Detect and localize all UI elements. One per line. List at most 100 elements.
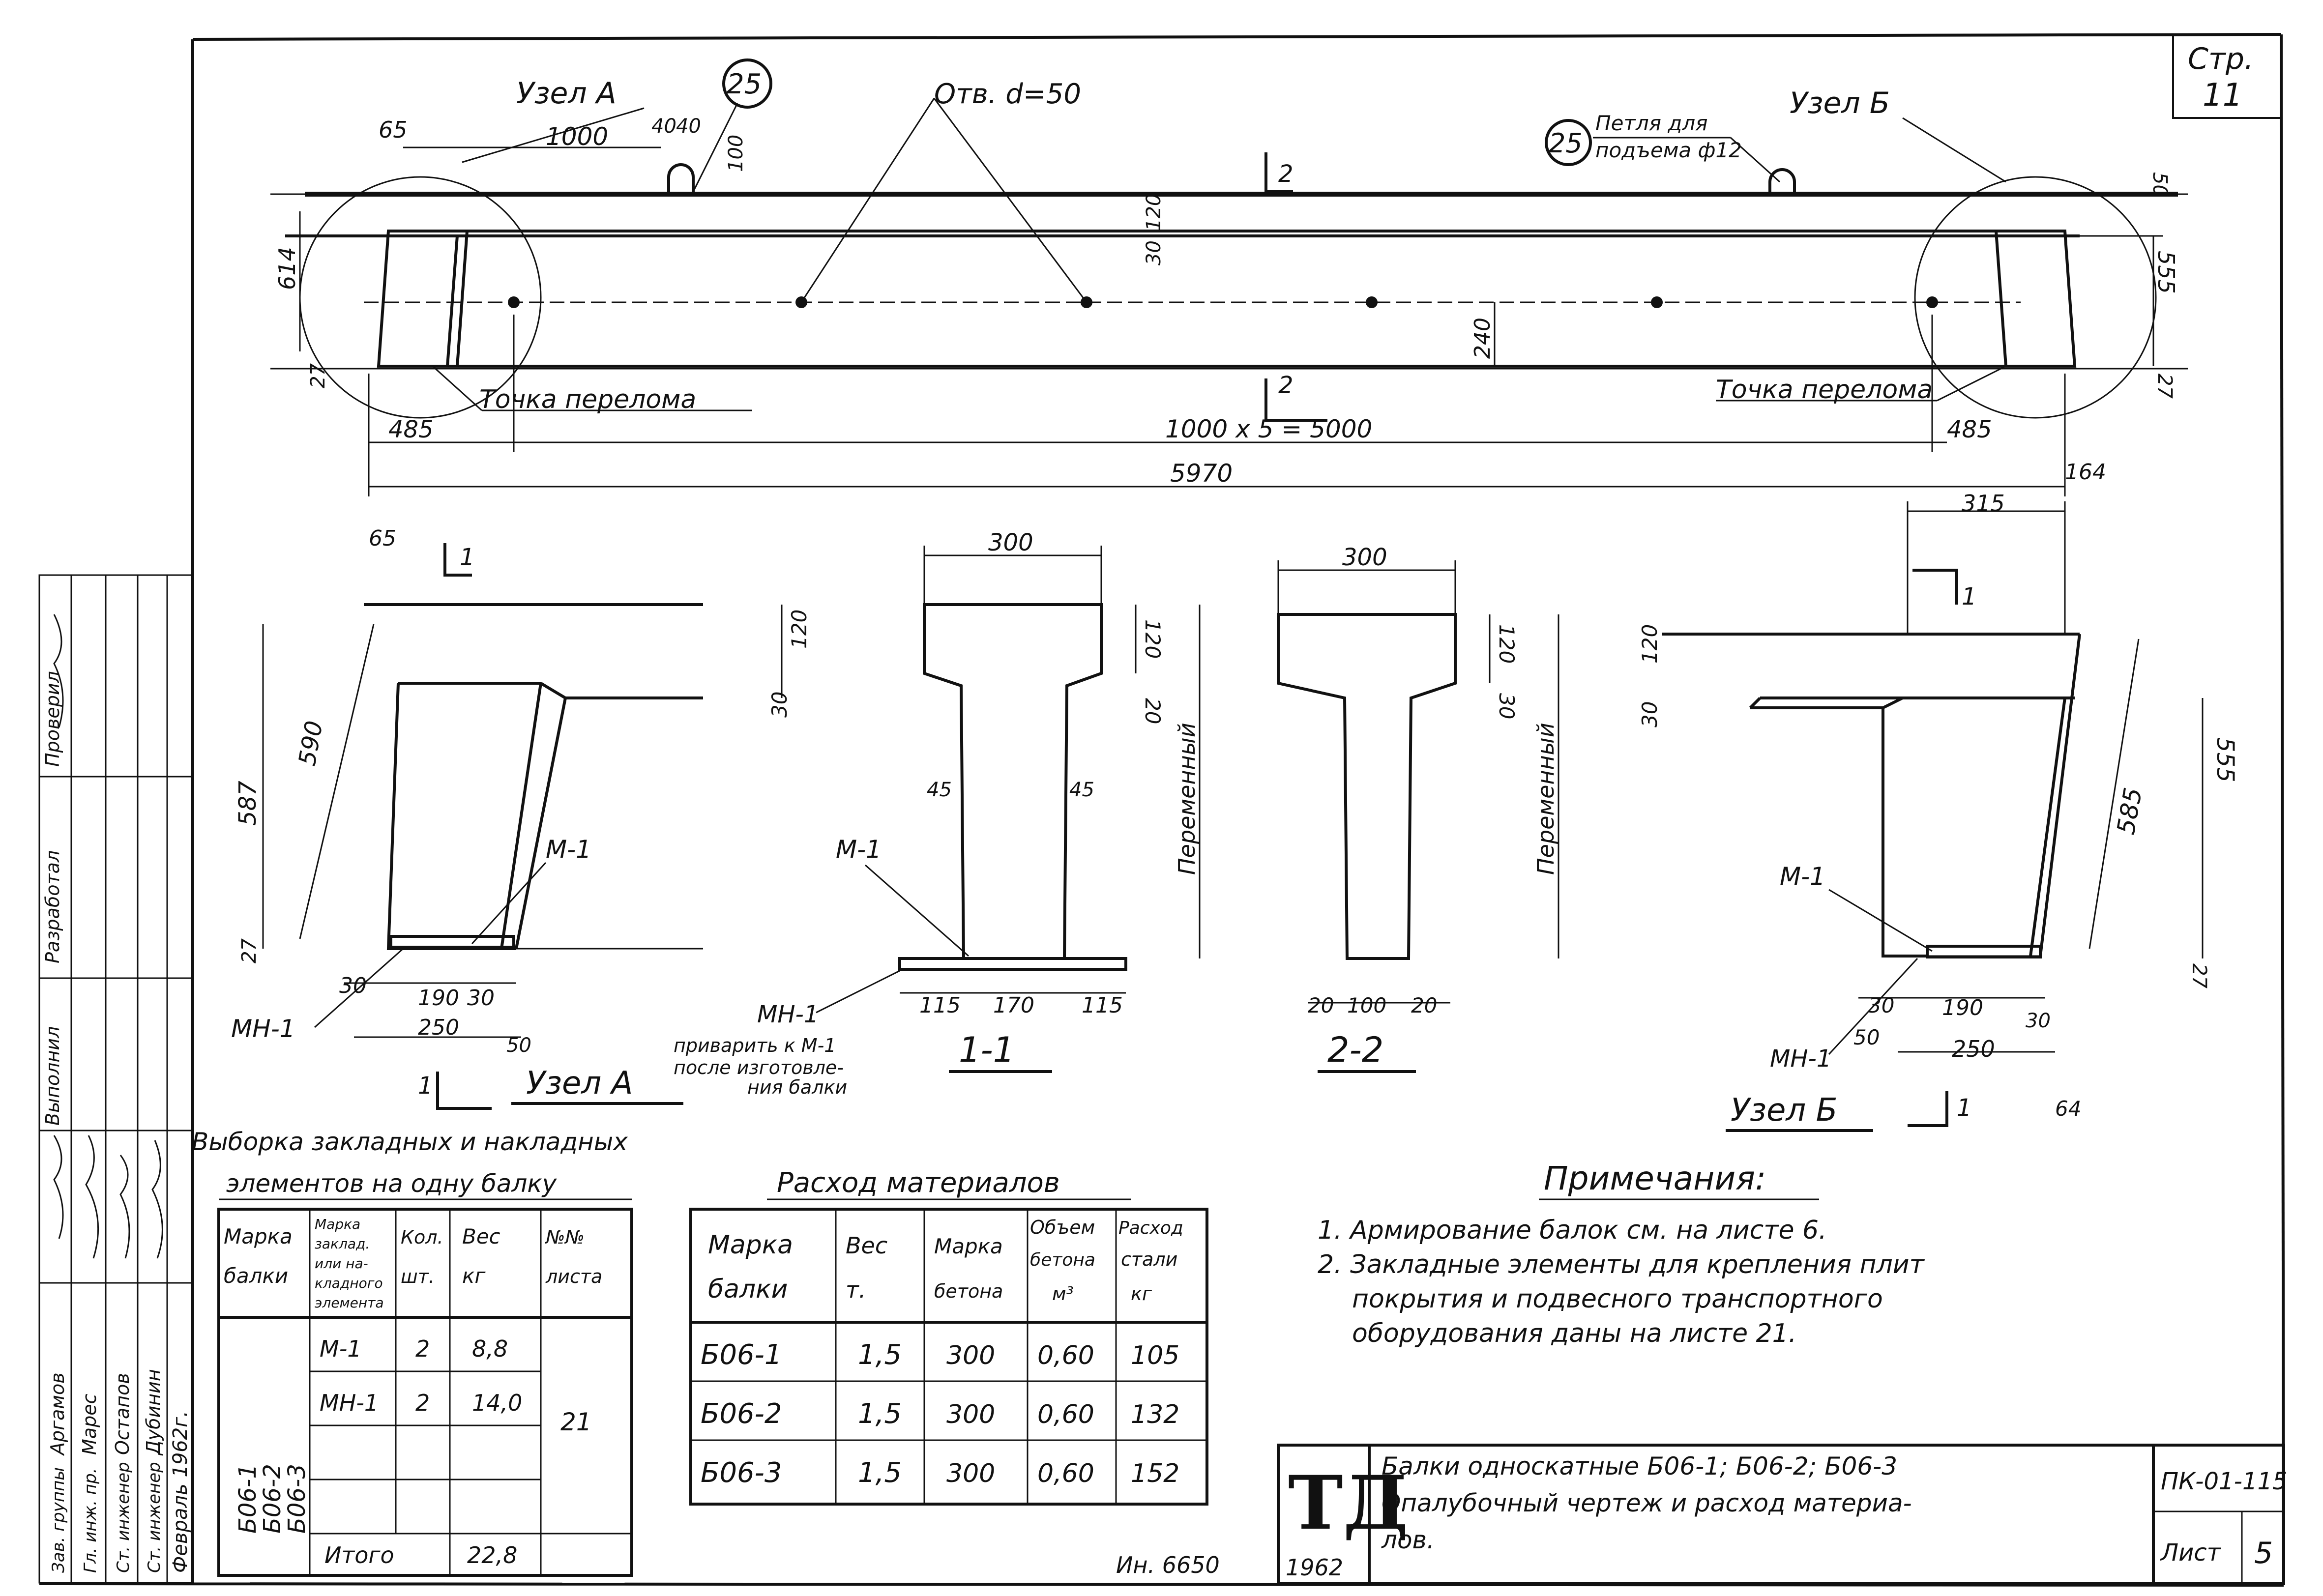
emb-row-1-weight: 8,8 bbox=[472, 1335, 508, 1362]
loop-mark-a: 25 bbox=[727, 68, 762, 100]
node-b-circle bbox=[1914, 176, 2157, 419]
note-2: 2. Закладные элементы для крепления плит bbox=[1318, 1250, 1925, 1279]
loop-label-2: подъема ф12 bbox=[1595, 138, 1742, 162]
dim-240: 240 bbox=[1470, 318, 1495, 359]
emb-sheet: 21 bbox=[560, 1408, 592, 1436]
stamp-strip: Выполнил Разработал Проверил Зав. группы… bbox=[38, 574, 194, 1584]
s1-dim-45b: 45 bbox=[1069, 779, 1094, 801]
node-a-dim-120: 120 bbox=[787, 609, 811, 649]
emb-row-1-mark: М-1 bbox=[320, 1335, 362, 1362]
mat-h-steel-3: кг bbox=[1131, 1283, 1152, 1305]
node-a-detail: 590 587 27 65 120 30 1 М-1 МН-1 30 190 3… bbox=[231, 526, 811, 1110]
page-number: 11 bbox=[2203, 77, 2242, 114]
signature-5 bbox=[53, 614, 64, 728]
node-a-dim-50: 50 bbox=[506, 1034, 531, 1057]
emb-h-mark-1: Марка bbox=[224, 1224, 293, 1248]
emb-beam-3: Б06-3 bbox=[283, 1464, 311, 1534]
node-a-dim-190: 190 bbox=[418, 986, 459, 1011]
dim-30-elev: 30 bbox=[1143, 240, 1165, 265]
node-b-dim-585: 585 bbox=[2112, 785, 2148, 837]
materials-table: Расход материалов Марка балки Вес т. Мар… bbox=[689, 1167, 1208, 1506]
node-a-dim-587: 587 bbox=[234, 781, 262, 826]
node-a-m1: М-1 bbox=[546, 835, 591, 864]
node-b-dim-555: 555 bbox=[2211, 737, 2239, 783]
dim-40b: 40 bbox=[676, 115, 701, 138]
s1-mn1: МН-1 bbox=[757, 1001, 819, 1028]
dim-1000-top: 1000 bbox=[546, 122, 608, 151]
node-a-dim-30: 30 bbox=[767, 692, 792, 718]
emb-h-mark-2: балки bbox=[224, 1264, 288, 1288]
loop-right bbox=[1768, 168, 1796, 197]
emb-beam-2: Б06-2 bbox=[259, 1464, 286, 1534]
dim-614: 614 bbox=[274, 247, 300, 290]
emb-title-2: элементов на одну балку bbox=[226, 1169, 558, 1198]
title-year: 1962 bbox=[1286, 1554, 1343, 1581]
emb-h-sheet-1: №№ bbox=[545, 1226, 585, 1248]
emb-h-weight-2: кг bbox=[462, 1264, 486, 1288]
section-2-top: 2 bbox=[1278, 160, 1294, 188]
mat-h-mark-2: балки bbox=[708, 1275, 788, 1304]
title-block: ТД 1962 Балки односкатные Б06-1; Б06-2; … bbox=[1277, 1444, 2288, 1585]
node-b-dim-50: 50 bbox=[1853, 1025, 1880, 1049]
s1-dim-300: 300 bbox=[988, 529, 1033, 556]
emb-row-1-qty: 2 bbox=[415, 1335, 430, 1362]
mat-row-2-mark: Б06-2 bbox=[701, 1398, 782, 1430]
signature-4 bbox=[151, 1140, 163, 1259]
s1-variable: Переменный bbox=[1174, 723, 1200, 875]
node-b-dim-315: 315 bbox=[1962, 490, 2005, 517]
mat-h-concrete-1: Марка bbox=[934, 1234, 1003, 1258]
mat-h-volume-3: м³ bbox=[1052, 1283, 1074, 1305]
page-label: Стр. bbox=[2188, 42, 2254, 76]
notes-title: Примечания: bbox=[1544, 1160, 1766, 1197]
node-b-mn1: МН-1 bbox=[1770, 1045, 1831, 1073]
note-1: 1. Армирование балок см. на листе 6. bbox=[1318, 1216, 1827, 1245]
emb-h-qty-2: шт. bbox=[401, 1266, 435, 1287]
node-a-dim-27: 27 bbox=[238, 938, 261, 963]
stamp-row-2-name: Марес bbox=[79, 1393, 100, 1455]
s1-dim-115b: 115 bbox=[1082, 993, 1123, 1018]
stamp-row-3-name: Остапов bbox=[112, 1373, 133, 1455]
node-b-dim-27: 27 bbox=[2188, 963, 2210, 988]
title-logo: ТД bbox=[1288, 1460, 1409, 1546]
dim-485-right: 485 bbox=[1947, 416, 1992, 443]
dim-485-left: 485 bbox=[388, 416, 434, 443]
mat-h-weight-2: т. bbox=[846, 1277, 866, 1303]
node-a-title: Узел А bbox=[526, 1065, 633, 1102]
node-a-circle bbox=[299, 176, 542, 419]
dim-65: 65 bbox=[379, 116, 408, 143]
stamp-row-1-name: Аргамов bbox=[47, 1372, 68, 1456]
mat-h-weight-1: Вес bbox=[846, 1232, 887, 1259]
mat-row-2-weight: 1,5 bbox=[858, 1398, 902, 1430]
dim-120-elev: 120 bbox=[1143, 194, 1165, 231]
signature-2 bbox=[85, 1135, 99, 1259]
stamp-row-3-role: Ст. инженер bbox=[114, 1462, 133, 1573]
embedded-elements-table: Выборка закладных и накладных элементов … bbox=[192, 1128, 633, 1577]
emb-h-element-2: заклад. bbox=[315, 1236, 370, 1252]
node-b-dim-30: 30 bbox=[1638, 701, 1662, 727]
node-a-dim-65: 65 bbox=[369, 526, 396, 551]
dim-555-elev: 555 bbox=[2153, 251, 2179, 294]
dim-164: 164 bbox=[2065, 460, 2106, 485]
node-b-dim-30b: 30 bbox=[2026, 1010, 2051, 1032]
stamp-col-3: Проверил bbox=[42, 671, 63, 767]
node-a-dim-590: 590 bbox=[294, 719, 328, 768]
loop-label-1: Петля для bbox=[1595, 111, 1708, 135]
mat-row-1-mark: Б06-1 bbox=[701, 1339, 782, 1371]
s1-dim-115a: 115 bbox=[919, 993, 961, 1018]
dim-100: 100 bbox=[725, 135, 747, 172]
mat-h-steel-1: Расход bbox=[1118, 1218, 1183, 1238]
s2-dim-30: 30 bbox=[1495, 693, 1519, 719]
mat-row-3-concrete: 300 bbox=[946, 1459, 995, 1488]
s1-note-2: после изготовле- bbox=[674, 1057, 844, 1078]
stamp-col-1: Выполнил bbox=[42, 1026, 63, 1126]
s2-dim-100: 100 bbox=[1347, 993, 1386, 1017]
title-sheet-label: Лист bbox=[2160, 1539, 2222, 1567]
mat-row-1-volume: 0,60 bbox=[1037, 1341, 1094, 1370]
dim-1000x5: 1000 x 5 = 5000 bbox=[1165, 415, 1372, 443]
stamp-row-1-role: Зав. группы bbox=[49, 1467, 68, 1573]
s1-title: 1-1 bbox=[959, 1030, 1015, 1070]
node-b-title: Узел Б bbox=[1731, 1092, 1838, 1129]
loop-left bbox=[667, 163, 695, 197]
node-a-label: Узел А bbox=[516, 76, 617, 111]
mat-row-2-steel: 132 bbox=[1131, 1400, 1179, 1429]
